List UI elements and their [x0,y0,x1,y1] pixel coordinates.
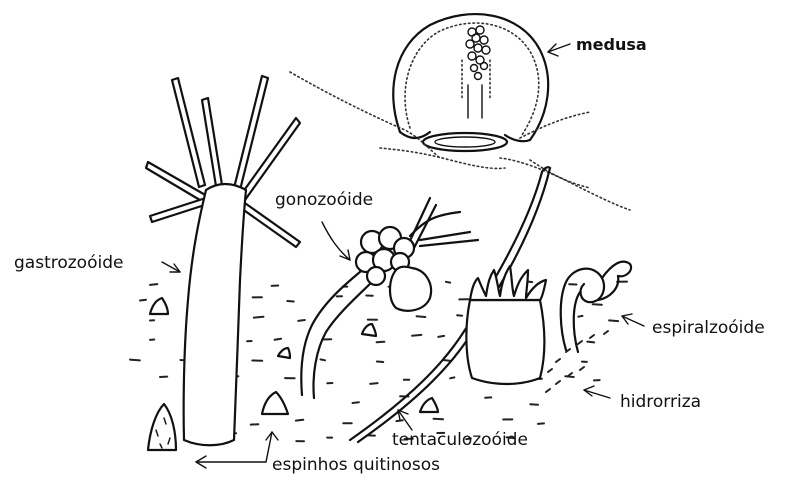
substrate-dash [530,404,538,405]
substrate-dash [438,336,444,337]
substrate-dash [140,300,146,301]
hidrorriza-dash [556,381,560,384]
substrate-dash [296,420,303,421]
substrate-dash [287,301,293,302]
hidrorriza-dash [546,389,550,392]
substrate-dash [377,342,385,343]
substrate-dash [450,377,454,378]
substrate-dash [578,316,582,317]
substrate-dash [593,304,602,305]
espiralzooide-drawing [561,262,631,352]
substrate-dash [565,376,573,377]
substrate-dash [412,335,421,336]
substrate-dash [298,320,305,321]
substrate-dash [587,342,594,343]
substrate-dash [434,419,444,420]
substrate-dash [377,362,383,363]
substrate-dash [446,282,450,283]
substrate-dash [609,320,618,321]
hidrorriza-dash [556,359,560,362]
substrate-dash [150,284,157,285]
label-gonozooide: gonozoóide [275,190,373,210]
hidrorriza-dash [568,373,572,376]
hidrorriza-dash [578,341,582,344]
hidrorriza-dash [548,369,552,372]
substrate-dash [538,423,544,424]
substrate-dash [457,315,462,316]
label-espiralzooide: espiralzoóide [652,318,765,338]
label-espinhos-quitinosos: espinhos quitinosos [272,455,440,475]
substrate-dash [353,402,359,403]
substrate-dash [275,339,282,340]
label-tentaculozooide: tentaculozoóide [392,430,528,450]
substrate-dash [130,360,140,361]
label-hidrorriza: hidrorriza [620,392,701,412]
gonozooide-drawing [301,198,478,398]
dactylozooide-drawing [466,266,546,384]
hidrorriza-dash [580,367,584,370]
substrate-dash [443,360,450,361]
label-medusa: medusa [576,35,647,54]
substrate-dash [417,316,426,317]
gastrozooide-drawing [146,76,300,445]
substrate-dash [254,317,264,318]
substrate-dash [321,359,326,360]
substrate-dash [370,383,377,384]
hidrorriza-dash [604,331,608,334]
hidrorriza-dash [590,335,594,338]
label-gastrozooide: gastrozoóide [14,253,123,273]
